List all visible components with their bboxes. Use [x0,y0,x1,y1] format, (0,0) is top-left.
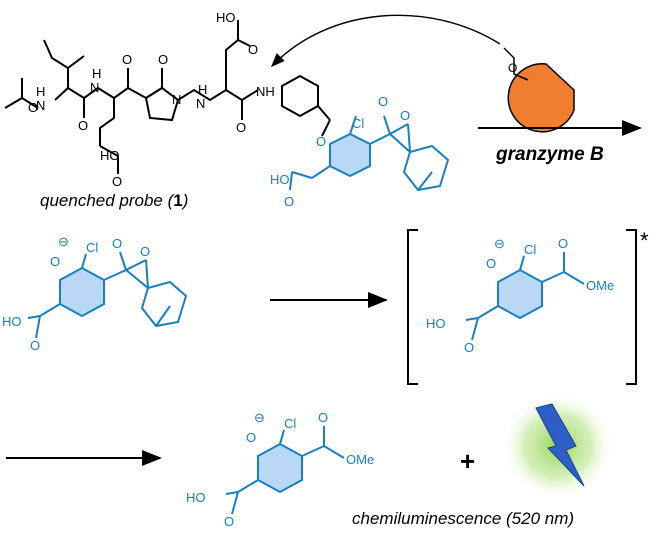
excited-ester-atoms: Cl ⊖ O O OMe HO O [426,236,614,355]
atom-label: O [558,236,568,251]
atom-label: O [318,410,328,425]
dioxetane-phenolate [27,251,188,339]
atom-label: O [248,42,258,57]
atom-label: Cl [86,240,98,255]
atom-label: HO [216,10,236,25]
cleavage-arrow [271,14,501,68]
probe-core-atoms: Cl O O HO O [270,94,410,209]
excited-state-bracket [407,229,637,385]
atom-label: HO [426,316,446,331]
atom-label: N [90,80,99,95]
atom-label: Cl [352,116,364,131]
atom-label: O [28,100,38,115]
atom-label: N [36,98,45,113]
peptide-atoms: O H N O H N O O N H N O HO O NH HO O O [28,10,326,189]
atom-label: O [122,52,132,67]
atom-label: O [112,174,122,189]
atom-label: N [172,92,181,107]
excited-star: * [640,228,649,253]
probe-number: 1 [173,191,182,210]
atom-label: O [508,61,517,75]
probe-name: quenched probe ( [40,191,176,210]
light-emission-icon [502,392,614,500]
atom-label: O [30,338,40,353]
granzyme-icon: O [503,47,575,133]
atom-label: O [50,254,60,269]
atom-label: HO [270,172,290,187]
atom-label: HO [186,490,206,505]
plus-sign: + [460,446,475,476]
atom-label: OMe [346,452,374,467]
atom-label: O [400,108,410,123]
atom-label: NH [256,84,275,99]
excited-ester [465,252,585,341]
atom-label: O [316,134,326,149]
atom-label: O [78,118,88,133]
atom-label: N [196,96,205,111]
atom-label: O [284,194,294,209]
atom-label: OMe [586,278,614,293]
svg-text:quenched probe (1): quenched probe (1) [40,191,188,210]
atom-label: Cl [524,242,536,257]
atom-label: HO [100,148,120,163]
probe-core [289,115,450,192]
atom-label: O [224,514,234,529]
atom-label: Cl [284,416,296,431]
emission-label: chemiluminescence (520 nm) [352,509,574,528]
atom-label: H [198,82,207,97]
ground-state-ester-atoms: Cl ⊖ O O OMe HO O [186,410,374,529]
ground-state-ester [225,426,345,515]
atom-label: O [112,236,122,251]
atom-label: H [36,84,45,99]
anion-label: ⊖ [254,410,265,425]
peptide-chain [4,20,331,174]
atom-label: H [92,66,101,81]
atom-label: O [486,256,496,271]
anion-label: ⊖ [494,236,505,251]
atom-label: O [140,244,150,259]
dioxetane-phenolate-atoms: Cl ⊖ O O O HO O [2,234,150,353]
atom-label: O [158,52,168,67]
atom-label: O [236,120,246,135]
atom-label: O [464,340,474,355]
anion-label: ⊖ [58,234,69,249]
enzyme-label: granzyme B [495,144,604,165]
atom-label: HO [2,314,22,329]
atom-label: O [378,94,388,109]
probe-close: ) [181,191,189,210]
atom-label: O [246,430,256,445]
